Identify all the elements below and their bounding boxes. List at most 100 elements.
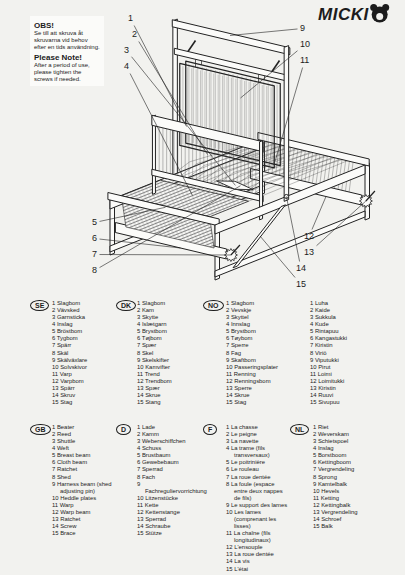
part-list-item: 3 Sukkula [310, 314, 398, 321]
part-list-item: 4 Inslag [313, 445, 397, 452]
leader-line [132, 57, 236, 186]
part-list-item: 8 Fach [137, 474, 201, 481]
leader-line [100, 186, 241, 268]
part-list-item: 7 Ratchet [52, 466, 114, 473]
reed [207, 139, 208, 183]
part-list-item: 2 Weverskam [313, 431, 397, 438]
part-list-item: 8 La foule (espace entre deux nappes de … [226, 481, 288, 502]
language-code: GB [35, 426, 46, 433]
part-list-item: 4 Innslag [226, 321, 304, 328]
part-list-item: 4 Kude [310, 321, 398, 328]
leader-line [134, 26, 186, 127]
logo-muzzle [376, 13, 383, 20]
part-list-item: 2 Le peigne [226, 431, 288, 438]
part-list-item: 11 Varp [52, 371, 116, 378]
reed [192, 135, 193, 179]
part-list-item: 7 Spärr [52, 342, 116, 349]
callout-number: 1 [128, 14, 133, 23]
language-code: D [121, 426, 126, 433]
leader-line [139, 42, 208, 155]
part-list-item: 4 Weft [52, 445, 114, 452]
side-rail [215, 165, 365, 234]
part-list-item: 9 Skälväxlare [52, 357, 116, 364]
part-list-item: 2 Reed [52, 431, 114, 438]
language-badge: DK [116, 300, 136, 311]
part-list-item: 15 L'étai [226, 566, 288, 573]
note-heading: OBS! [34, 21, 100, 30]
part-list-item: 6 Kettingboom [313, 459, 397, 466]
leader-line [100, 254, 231, 255]
callout-number: 12 [304, 232, 314, 241]
part-list-item: 6 Cloth beam [52, 459, 114, 466]
part-list-item: 3 Garnsticka [52, 314, 116, 321]
reed [185, 133, 186, 177]
part-list-item: 2 Kamm [137, 431, 201, 438]
part-list-item: 2 Vävsked [52, 307, 116, 314]
part-list-item: 5 Brustbaum [137, 452, 201, 459]
part-list-item: 5 Bröstbom [52, 328, 116, 335]
callout-number: 13 [304, 248, 314, 257]
castle-upright [173, 19, 178, 175]
leader-line [130, 74, 192, 196]
part-list-item: 1 Slagbom [226, 300, 304, 307]
part-list-item: 14 La vis [226, 558, 288, 565]
callout-number: 11 [300, 56, 309, 65]
shed-pin [188, 41, 196, 52]
language-code: NL [295, 426, 304, 433]
part-list-item: 10 Hevels [313, 488, 397, 495]
callout-number: 4 [124, 62, 129, 71]
part-list-item: 4 Inslag [52, 321, 116, 328]
reed [188, 134, 189, 178]
part-list-item: 8 Fag [226, 350, 304, 357]
part-list-item: 15 Stang [137, 399, 201, 406]
part-list-item: 11 Warp [52, 502, 114, 509]
brace [233, 205, 286, 268]
loom-leg [365, 163, 370, 220]
part-list-item: 11 Kette [137, 502, 201, 509]
part-list-item: 8 Shed [52, 474, 114, 481]
part-list-item: 12 Renningsbom [226, 378, 304, 385]
part-list-item: 8 Skäl [52, 350, 116, 357]
castle-top [172, 20, 290, 55]
ratchet-pawl [231, 245, 240, 255]
part-list-item: 9 Kamtelbalk [313, 481, 397, 488]
part-list-item: 9 Le support des lames [226, 502, 288, 509]
part-list-item: 6 Gewebebaum [137, 459, 201, 466]
part-list-item: 13 Spær [137, 385, 201, 392]
part-list-item: 10 Les lames (comprenant les lisses) [226, 509, 288, 530]
part-list-item: 3 Schietspoel [313, 438, 397, 445]
part-list-item: 9 Fachreguliervorrichtung [137, 481, 201, 495]
part-list-item: 1 La chasse [226, 424, 288, 431]
note-text: After a period of use, please tighten th… [34, 62, 100, 83]
part-list-item: 14 Skrue [226, 392, 304, 399]
part-list-item: 1 Slagbom [137, 300, 201, 307]
part-list-item: 5 Brystbom [137, 328, 201, 335]
part-list-item: 10 Pirut [310, 364, 398, 371]
leader-line [241, 51, 298, 98]
part-list-item: 11 Renning [226, 371, 304, 378]
part-list-item: 13 Kiristin [310, 385, 398, 392]
callout-number: 3 [124, 46, 129, 55]
part-list-item: 14 Skrue [137, 392, 201, 399]
part-list-item: 1 Riet [313, 424, 397, 431]
leader-line [100, 207, 166, 221]
callout-number: 8 [92, 266, 97, 275]
beater-bottom [152, 169, 263, 202]
part-list-item: 3 Skyttel [226, 314, 304, 321]
part-list-item: 10 Kamvifter [137, 364, 201, 371]
warp-thread [193, 145, 298, 188]
reed [214, 140, 215, 184]
part-list-item: 1 Lade [137, 424, 201, 431]
language-badge: D [116, 424, 131, 435]
reed [255, 150, 256, 194]
language-code: DK [121, 302, 131, 309]
part-list-item: 6 Kangastukki [310, 335, 398, 342]
part-list-item: 2 Kaide [310, 307, 398, 314]
reed [177, 131, 178, 175]
part-list-item: 2 Vevskje [226, 307, 304, 314]
brand-logo: MICKI [318, 6, 369, 23]
heddle [277, 85, 278, 163]
part-list-column: 1 Riet2 Weverskam3 Schietspoel4 Inslag5 … [313, 424, 397, 530]
part-list-item: 1 Slagbom [52, 300, 116, 307]
part-list-item: 11 La chaîne (fils longitudinaux) [226, 530, 288, 544]
